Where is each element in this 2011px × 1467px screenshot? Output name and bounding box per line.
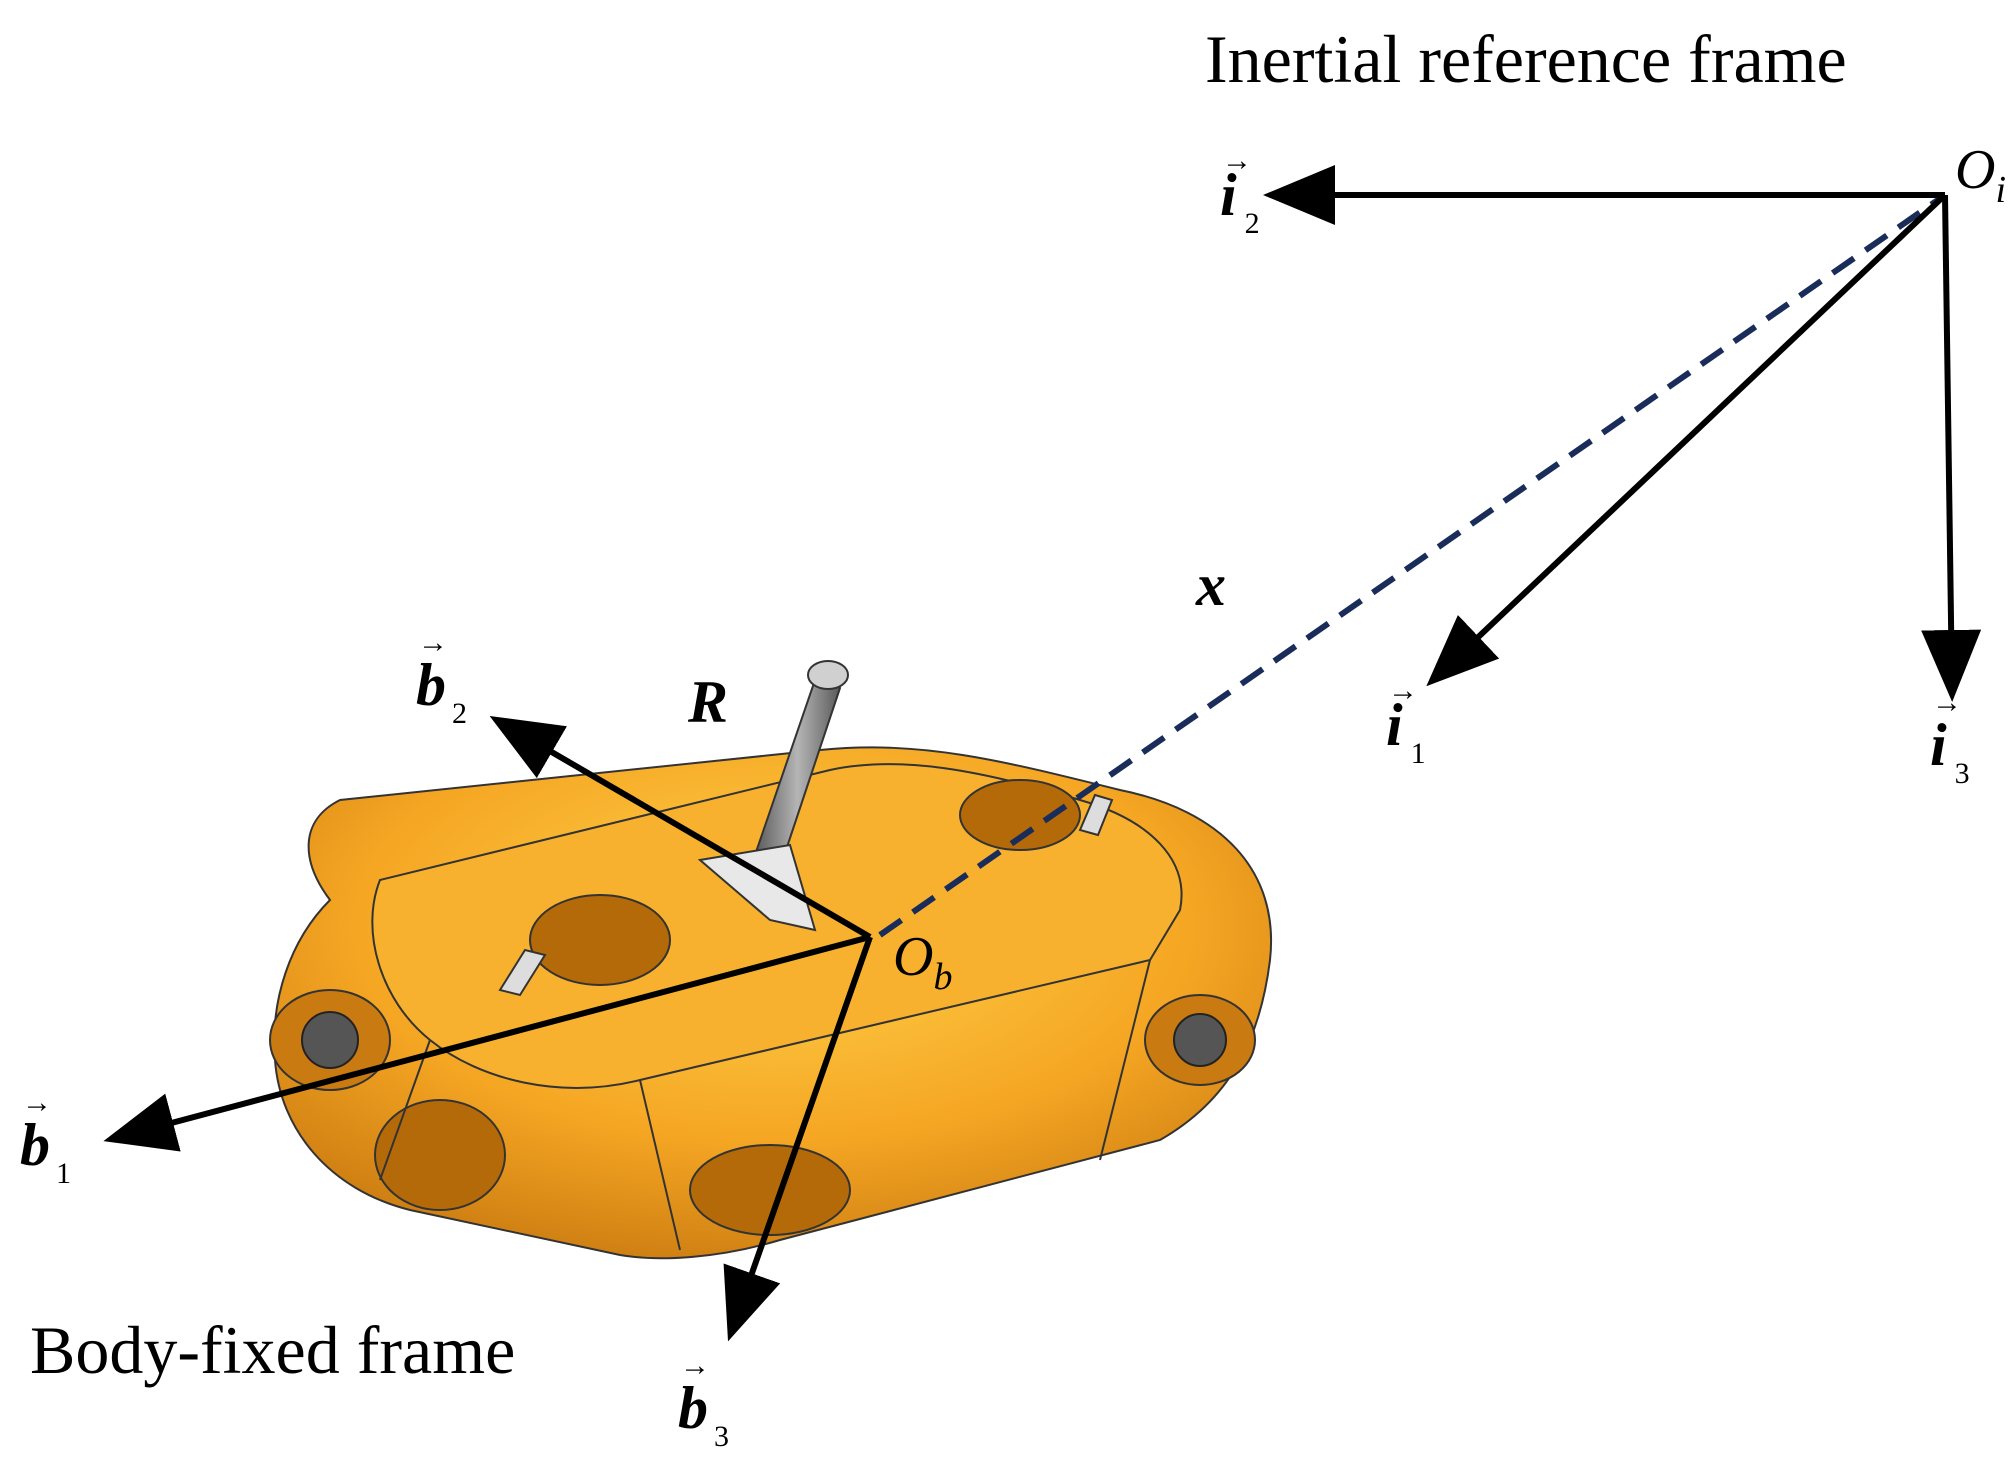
svg-text:b2: b2: [416, 652, 467, 730]
svg-text:→: →: [1932, 686, 1962, 719]
position-vector-x: [878, 192, 1947, 938]
svg-text:→: →: [1222, 144, 1252, 177]
rov-right-thruster: [1173, 1013, 1227, 1067]
svg-text:i1: i1: [1386, 692, 1426, 770]
svg-text:→: →: [22, 1086, 52, 1119]
rotation-symbol-R: R: [687, 669, 728, 735]
rov-front-opening-left: [374, 1099, 506, 1211]
rov-mast-bracket: [697, 843, 817, 932]
rov-panel-lines: [379, 959, 1151, 1251]
body-frame-caption: Body-fixed frame: [30, 1312, 515, 1388]
svg-text:→: →: [1388, 674, 1418, 707]
svg-text:b1: b1: [20, 1112, 71, 1190]
origin-inertial-label: Oi: [1955, 139, 2006, 211]
rov-top-opening-left: [529, 894, 671, 986]
inertial-frame-caption: Inertial reference frame: [1205, 21, 1847, 97]
inertial-frame-axes: [1263, 165, 1982, 702]
svg-text:→: →: [680, 1349, 710, 1382]
body-frame-axes: [103, 715, 873, 1342]
rov-top-opening-right: [959, 779, 1081, 851]
axis-b3: [723, 936, 873, 1342]
rov-front-opening-bottom: [689, 1144, 851, 1236]
svg-text:b3: b3: [678, 1375, 729, 1453]
axis-i3: [1921, 194, 1982, 702]
axis-i1: [1426, 192, 1948, 687]
axis-b1: [103, 934, 871, 1152]
rov-vehicle-illustration: [269, 660, 1273, 1260]
rov-handle-left: [498, 948, 547, 997]
rov-mast-cap: [807, 660, 849, 690]
axis-b2: [489, 715, 872, 940]
position-symbol-x: x: [1195, 552, 1226, 618]
svg-text:i3: i3: [1930, 712, 1970, 790]
origin-body-label: Ob: [893, 926, 952, 998]
svg-text:→: →: [418, 626, 448, 659]
rov-top-deck: [371, 763, 1183, 1089]
svg-text:i2: i2: [1220, 162, 1260, 240]
rov-left-thruster: [301, 1011, 359, 1069]
rov-handle-right: [1078, 793, 1114, 837]
